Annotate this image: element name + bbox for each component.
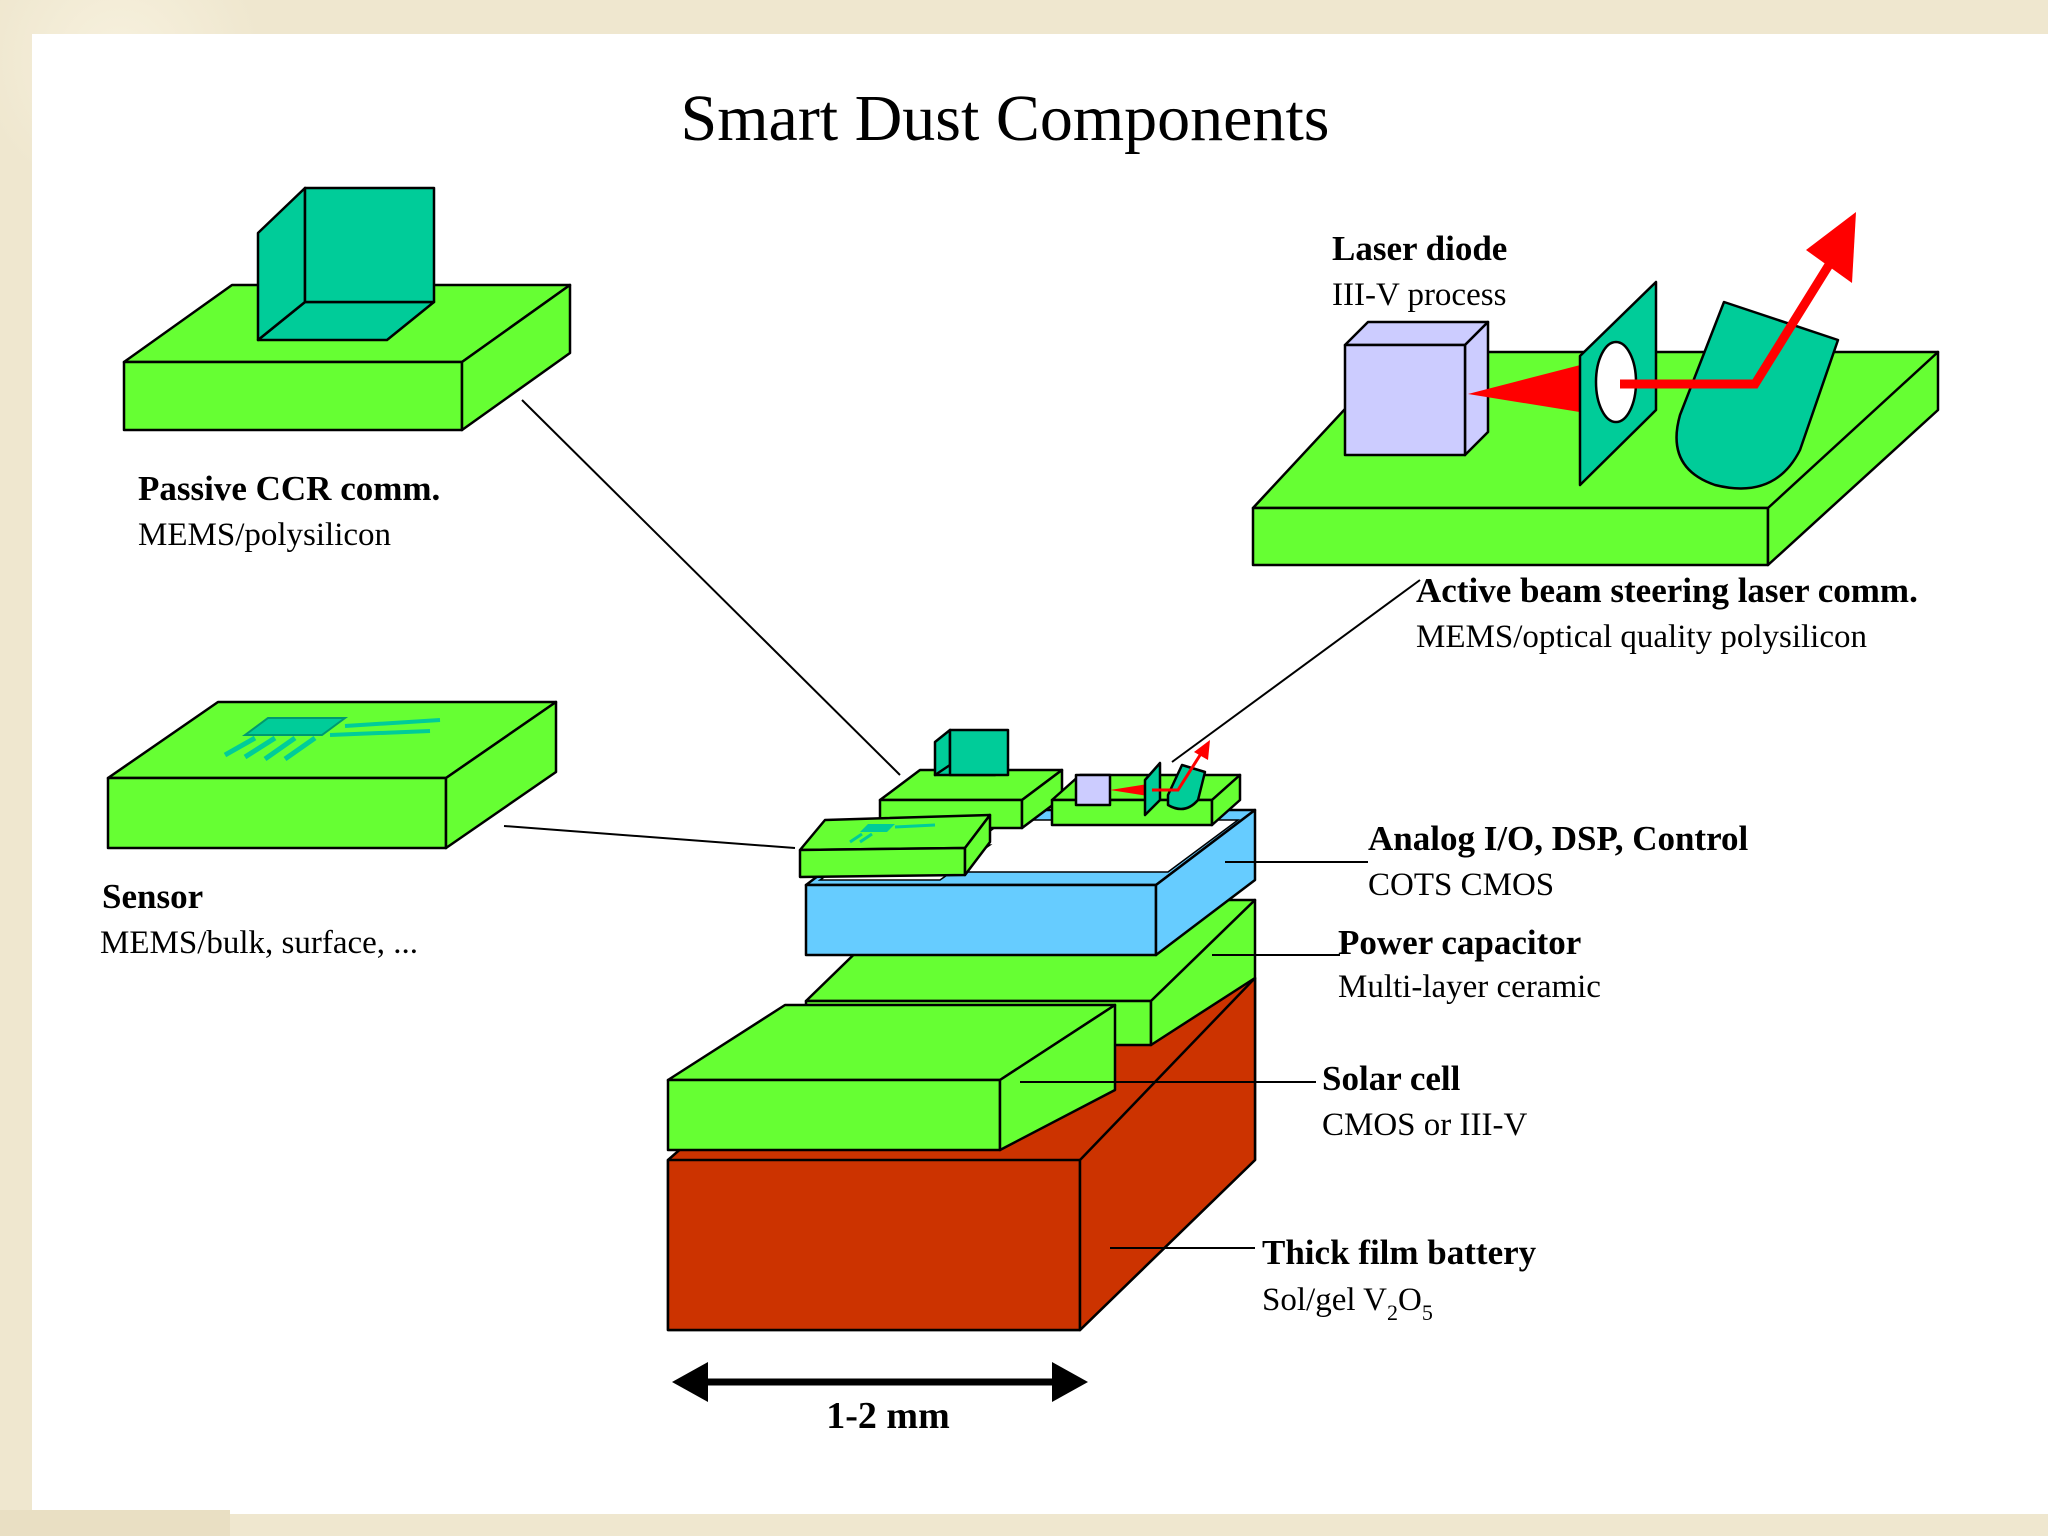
dimension-indicator: 1-2 mm [672, 1362, 1088, 1437]
battery-tech-sub2: 5 [1422, 1300, 1433, 1325]
battery-tech-prefix: Sol/gel V [1262, 1282, 1387, 1318]
solar-cell-label: Solar cell CMOS or III-V [1322, 1059, 1527, 1143]
dimension-arrowhead-right [1052, 1362, 1088, 1402]
dimension-label: 1-2 mm [826, 1395, 949, 1437]
laser-diode-tech: III-V process [1332, 277, 1506, 313]
page-title: Smart Dust Components [680, 82, 1329, 155]
sensor-label: Sensor MEMS/bulk, surface, ... [100, 877, 418, 961]
dust-mote-stack [666, 728, 1257, 1332]
slide-corner-decoration [0, 1510, 230, 1536]
battery-tech: Sol/gel V2O5 [1262, 1282, 1433, 1325]
sensor-name: Sensor [102, 877, 203, 916]
analog-name: Analog I/O, DSP, Control [1368, 819, 1748, 858]
battery-label: Thick film battery Sol/gel V2O5 [1262, 1233, 1537, 1325]
passive-ccr-label: Passive CCR comm. MEMS/polysilicon [138, 469, 440, 553]
sensor-illustration [106, 700, 558, 850]
power-capacitor-label: Power capacitor Multi-layer ceramic [1338, 923, 1601, 1005]
power-capacitor-name: Power capacitor [1338, 923, 1581, 962]
laser-diode-label: Laser diode III-V process [1332, 229, 1507, 313]
battery-tech-sub1: 2 [1387, 1300, 1398, 1325]
battery-tech-mid: O [1398, 1282, 1422, 1318]
passive-ccr-illustration [122, 186, 572, 432]
active-beam-label: Active beam steering laser comm. MEMS/op… [1416, 571, 1918, 655]
active-beam-name: Active beam steering laser comm. [1416, 571, 1918, 610]
analog-tech: COTS CMOS [1368, 867, 1554, 903]
analog-label: Analog I/O, DSP, Control COTS CMOS [1368, 819, 1748, 903]
power-capacitor-tech: Multi-layer ceramic [1338, 969, 1601, 1005]
dimension-arrowhead-left [672, 1362, 708, 1402]
solar-cell-name: Solar cell [1322, 1059, 1461, 1098]
battery-name: Thick film battery [1262, 1233, 1537, 1272]
passive-ccr-name: Passive CCR comm. [138, 469, 440, 508]
sensor-tech: MEMS/bulk, surface, ... [100, 925, 418, 961]
solar-cell-tech: CMOS or III-V [1322, 1107, 1527, 1143]
laser-diode-name: Laser diode [1332, 229, 1507, 268]
leader-lines [503, 399, 1421, 1249]
laser-comm-illustration [1251, 212, 1940, 567]
active-beam-tech: MEMS/optical quality polysilicon [1416, 619, 1867, 655]
passive-ccr-tech: MEMS/polysilicon [138, 517, 391, 553]
